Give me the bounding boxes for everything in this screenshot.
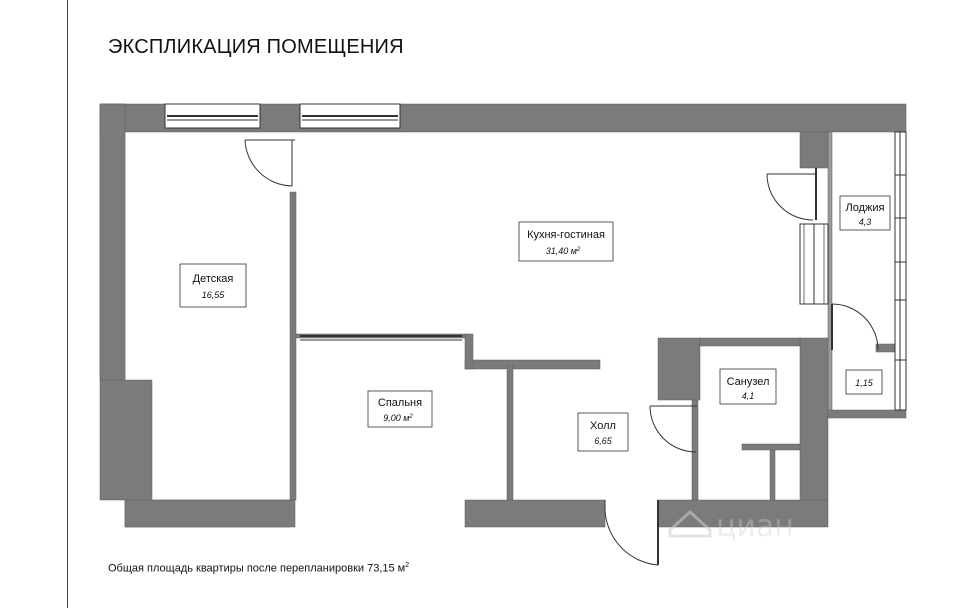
door-loggia-inner — [831, 303, 879, 351]
partition-hall-bath — [691, 399, 699, 501]
wall-loggia-bottom — [827, 409, 907, 419]
label-hall-area: 6,65 — [594, 436, 613, 446]
watermark: циан — [668, 509, 794, 544]
label-loggia-area: 4,3 — [859, 217, 872, 227]
label-bathroom-name: Санузел — [727, 376, 770, 388]
doors — [244, 139, 879, 566]
wall-bath-top — [699, 337, 801, 347]
label-small: 1,15 — [845, 369, 883, 395]
footer-text: Общая площадь квартиры после перепланиро… — [108, 562, 406, 575]
wall-left-upper-2 — [99, 103, 126, 381]
door-bathroom — [649, 405, 697, 453]
wall-bottom-mid — [464, 499, 606, 528]
wall-right-upper — [799, 131, 829, 169]
wall-bath-column — [657, 337, 701, 401]
label-loggia-name: Лоджия — [846, 202, 885, 214]
door-entrance — [604, 500, 659, 566]
label-kitchen-area: 31,40 м — [546, 246, 577, 256]
label-bedroom: Спальня 9,00 м2 — [367, 390, 433, 428]
partition-loggia — [827, 131, 833, 411]
walls — [99, 103, 907, 528]
label-bedroom-area: 9,00 м — [383, 413, 409, 423]
page-title: ЭКСПЛИКАЦИЯ ПОМЕЩЕНИЯ — [108, 36, 404, 58]
watermark-text: циан — [716, 509, 794, 544]
footer-superscript: 2 — [405, 562, 410, 569]
label-bedroom-name: Спальня — [378, 397, 422, 409]
label-detskaya: Детская 16,55 — [179, 263, 247, 308]
wall-bottom-left — [124, 499, 296, 528]
svg-text:31,40 м2: 31,40 м2 — [546, 246, 581, 256]
windows — [164, 103, 907, 411]
label-loggia: Лоджия 4,3 — [839, 195, 891, 231]
label-small-area: 1,15 — [855, 378, 874, 388]
label-kitchen-sup: 2 — [576, 247, 581, 253]
partition-bath-shaft — [769, 449, 776, 501]
door-detskaya — [244, 139, 295, 187]
wall-bedroom-corner — [464, 333, 474, 370]
label-detskaya-name: Детская — [193, 273, 234, 285]
wall-hall-top — [464, 359, 601, 370]
footer-total-area: Общая площадь квартиры после перепланиро… — [108, 562, 409, 575]
label-kitchen-name: Кухня-гостиная — [527, 229, 605, 241]
partition-bath-inner — [741, 443, 801, 451]
label-kitchen: Кухня-гостиная 31,40 м2 — [518, 221, 614, 262]
wall-right-lower — [799, 337, 829, 501]
label-bathroom: Санузел 4,1 — [719, 368, 777, 405]
partition-bedroom-hall — [506, 365, 514, 501]
label-hall: Холл 6,65 — [577, 412, 629, 452]
cian-house-icon — [668, 509, 712, 538]
label-bathroom-area: 4,1 — [742, 391, 755, 401]
door-loggia — [766, 168, 817, 221]
page-left-border — [67, 0, 68, 608]
svg-text:9,00 м2: 9,00 м2 — [383, 413, 413, 423]
label-hall-name: Холл — [590, 420, 616, 432]
partition-detskaya — [289, 191, 297, 501]
label-bedroom-sup: 2 — [408, 414, 413, 420]
label-detskaya-area: 16,55 — [202, 290, 226, 300]
partitions — [289, 131, 833, 501]
